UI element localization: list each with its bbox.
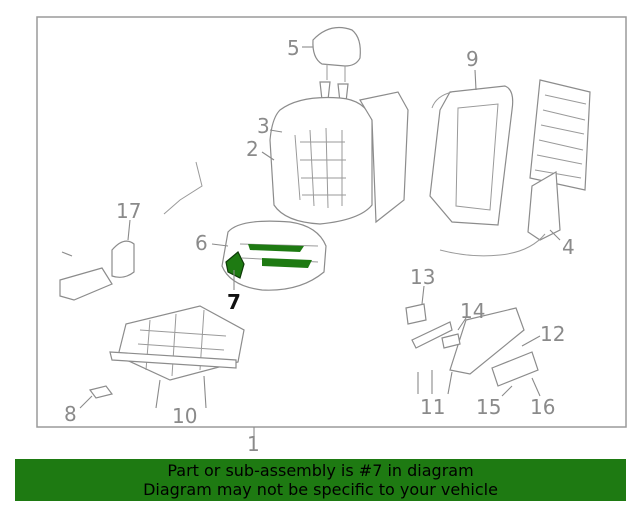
callout-1-assembly: 1	[247, 432, 260, 456]
callout-10: 10	[172, 404, 197, 428]
callout-8: 8	[64, 402, 77, 426]
banner-line-1: Part or sub-assembly is #7 in diagram	[167, 461, 474, 480]
callout-labels: 5 3 2 9 4 6 7 17 8 10 11 12 13 14 15 16 …	[64, 36, 575, 456]
callout-14: 14	[460, 299, 485, 323]
callout-3: 3	[257, 114, 270, 138]
callout-12: 12	[540, 322, 565, 346]
banner-line-2: Diagram may not be specific to your vehi…	[143, 480, 498, 499]
callout-4: 4	[562, 235, 575, 259]
part-8-block	[88, 385, 114, 399]
callout-15: 15	[476, 395, 501, 419]
part-side-trim	[405, 303, 539, 387]
callout-11: 11	[420, 395, 445, 419]
part-headrest	[312, 27, 361, 103]
callout-2: 2	[246, 137, 259, 161]
diagram-frame	[36, 16, 627, 428]
part-7-highlighted	[225, 244, 312, 279]
part-seat-back	[269, 91, 409, 225]
part-back-frame	[429, 85, 514, 226]
part-side-shield	[59, 161, 203, 301]
callout-16: 16	[530, 395, 555, 419]
callout-6: 6	[195, 231, 208, 255]
callout-7: 7	[227, 290, 241, 314]
leader-lines	[79, 46, 561, 437]
callout-9: 9	[466, 47, 479, 71]
callout-17: 17	[116, 199, 141, 223]
part-side-cover	[439, 170, 561, 257]
callout-5: 5	[287, 36, 300, 60]
info-banner: Part or sub-assembly is #7 in diagram Di…	[15, 459, 626, 501]
part-lumbar-support	[529, 79, 591, 191]
callout-13: 13	[410, 265, 435, 289]
part-seat-track	[109, 305, 245, 381]
